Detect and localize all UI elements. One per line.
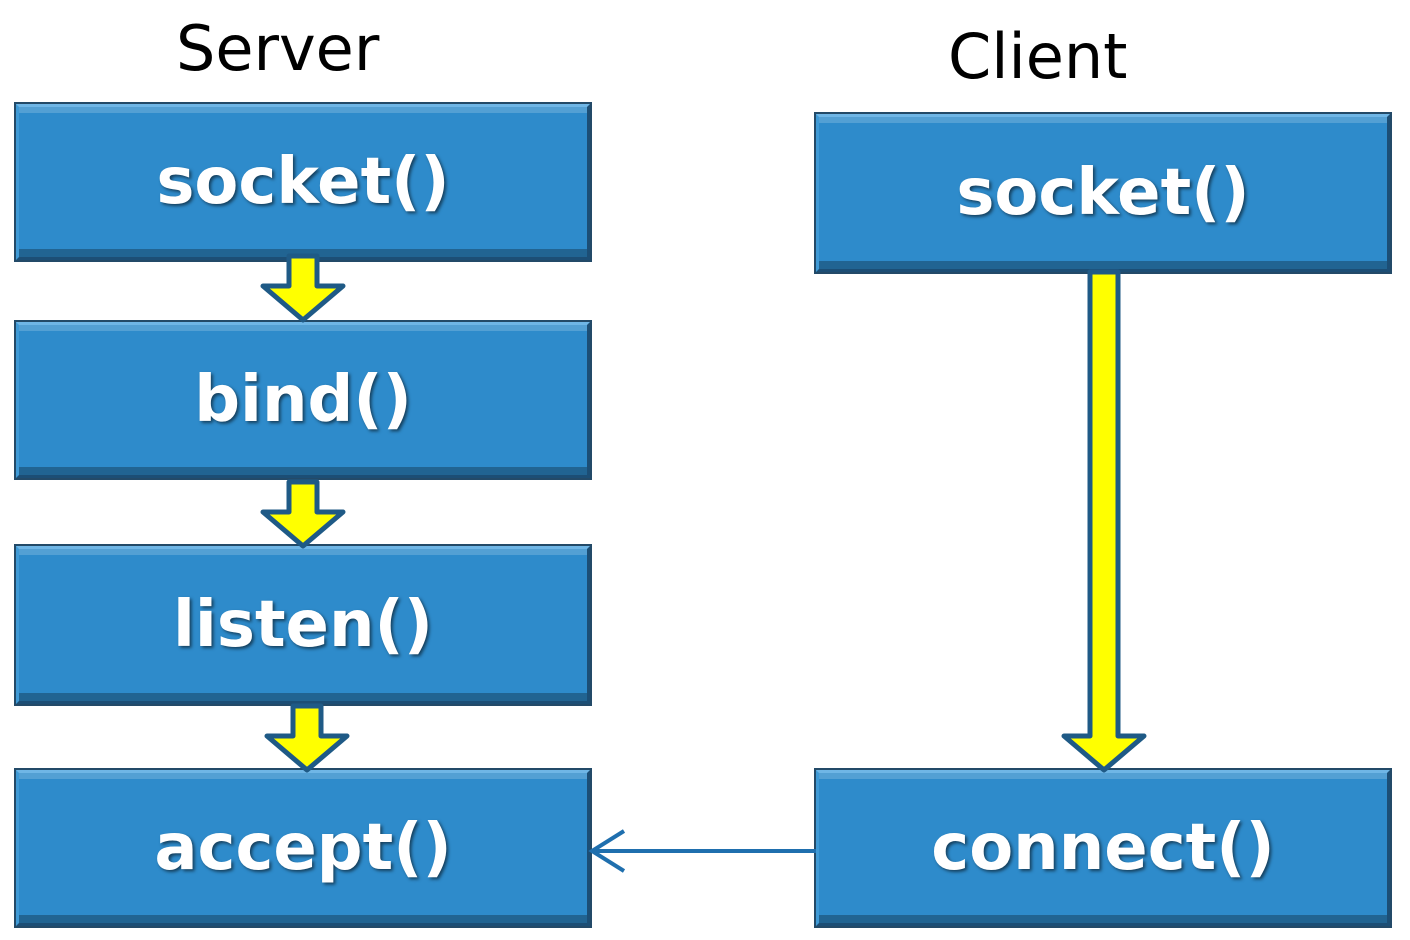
server-arrow-listen-to-accept	[264, 703, 350, 773]
client-connect-label: connect()	[931, 811, 1275, 885]
server-listen-box: listen()	[16, 546, 590, 704]
client-socket-box: socket()	[816, 114, 1390, 272]
server-listen-label: listen()	[172, 588, 434, 662]
server-bind-label: bind()	[194, 363, 412, 437]
message-arrow-head	[588, 829, 626, 873]
client-title: Client	[948, 20, 1128, 93]
server-socket-box: socket()	[16, 104, 590, 260]
server-socket-label: socket()	[156, 145, 450, 219]
server-title: Server	[176, 12, 380, 85]
server-arrow-bind-to-listen	[260, 479, 346, 549]
server-accept-label: accept()	[154, 811, 452, 885]
server-arrow-socket-to-bind	[260, 253, 346, 323]
server-accept-box: accept()	[16, 770, 590, 926]
server-bind-box: bind()	[16, 322, 590, 478]
client-connect-box: connect()	[816, 770, 1390, 926]
client-arrow-socket-to-connect	[1061, 269, 1147, 773]
client-socket-label: socket()	[956, 156, 1250, 230]
